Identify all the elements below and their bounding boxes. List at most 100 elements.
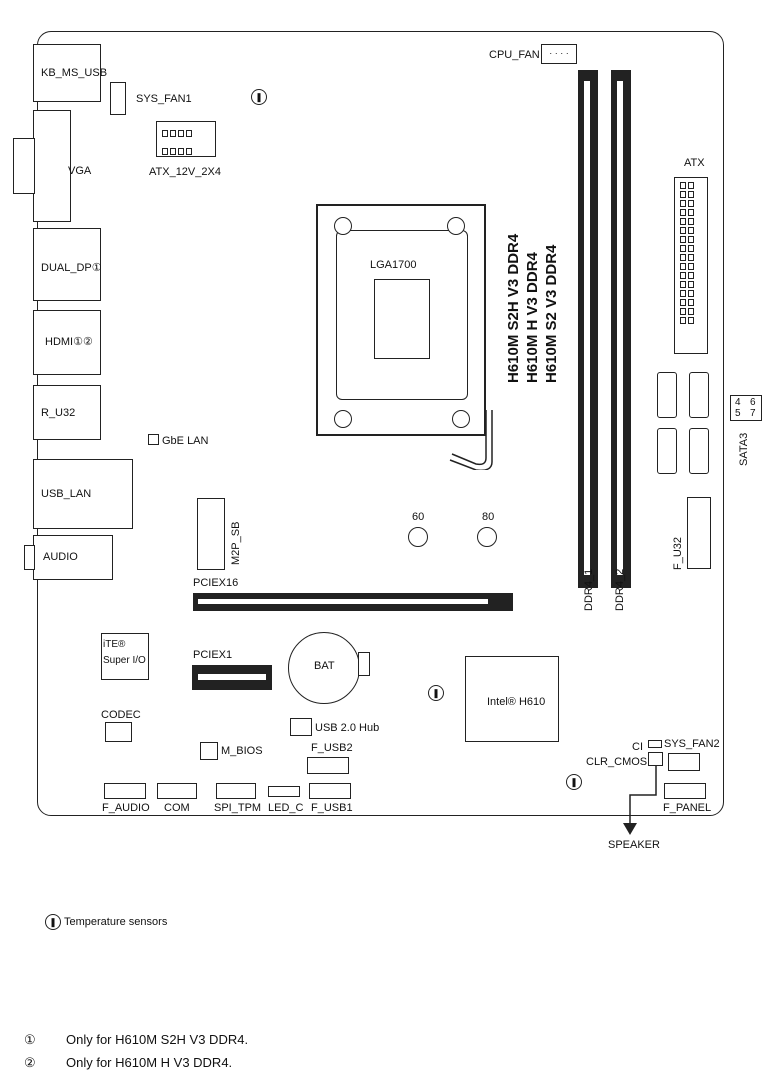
kb-ms-usb-label: KB_MS_USB [41, 67, 108, 79]
vga-port-flange [13, 138, 35, 194]
spi-tpm-label: SPI_TPM [214, 802, 262, 814]
temperature-sensor-icon: ❚ [428, 685, 444, 701]
ddr4-2-label: DDR4_2 [614, 568, 626, 611]
dual-dp-label: DUAL_DP① [41, 262, 102, 274]
ddr4-1-slot [578, 70, 598, 588]
pciex16-slot [193, 593, 513, 611]
pciex16-label: PCIEX16 [193, 577, 239, 589]
model-name: H610M S2 V3 DDR4 [543, 244, 560, 383]
pciex1-slot [192, 665, 272, 690]
audio-port [33, 535, 113, 580]
sys-fan1-header [110, 82, 126, 115]
codec-label: CODEC [101, 709, 141, 721]
socket-screw [334, 410, 352, 428]
sys-fan2-header [668, 753, 700, 771]
sata3-index-box [730, 395, 762, 421]
com-header [157, 783, 197, 799]
r-u32-port [33, 385, 101, 440]
hdmi-port [33, 310, 101, 375]
pciex1-label: PCIEX1 [193, 649, 233, 661]
battery-clip [358, 652, 370, 676]
footnote-mark: ① [24, 1032, 36, 1047]
model-name: H610M H V3 DDR4 [524, 252, 541, 383]
f-u32-header [687, 497, 711, 569]
f-u32-label: F_U32 [672, 536, 684, 570]
f-audio-header [104, 783, 146, 799]
f-usb1-label: F_USB1 [311, 802, 353, 814]
f-usb1-header [309, 783, 351, 799]
m-bios-chip [200, 742, 218, 760]
clr-cmos-jumper [648, 752, 663, 766]
f-usb2-label: F_USB2 [311, 742, 353, 754]
footnote-text: Only for H610M S2H V3 DDR4. [66, 1032, 249, 1047]
socket-lever [449, 410, 493, 470]
audio-port-tab [24, 545, 35, 570]
f-panel-header [664, 783, 706, 799]
bat-label: BAT [314, 660, 335, 672]
m-bios-label: M_BIOS [221, 745, 263, 757]
com-label: COM [164, 802, 190, 814]
r-u32-label: R_U32 [41, 407, 76, 419]
vga-label: VGA [68, 165, 92, 177]
usb20hub-label: USB 2.0 Hub [315, 722, 380, 734]
sata3-port-6 [689, 372, 709, 418]
m2-standoff-80 [477, 527, 497, 547]
socket-label: LGA1700 [370, 259, 417, 271]
ddr4-2-slot [611, 70, 631, 588]
vga-port-body [33, 110, 71, 222]
atx-12v-connector [156, 121, 216, 157]
cpu-fan-header: · · · · [541, 44, 577, 64]
footnote-text: Only for H610M H V3 DDR4. [66, 1055, 233, 1070]
cpu-socket-center [374, 279, 430, 359]
m2-standoff-60 [408, 527, 428, 547]
usb-lan-label: USB_LAN [41, 488, 92, 500]
speaker-label: SPEAKER [608, 839, 660, 851]
intel-label: Intel® H610 [487, 696, 546, 708]
sata3-num: 6 [750, 397, 756, 408]
ci-jumper [648, 740, 662, 748]
sata3-num: 5 [735, 408, 741, 419]
ite-super-io-chip [101, 633, 149, 680]
sata3-port-4 [657, 372, 677, 418]
atx-label: ATX [684, 157, 705, 169]
sata3-num: 4 [735, 397, 741, 408]
ddr4-1-label: DDR4_1 [583, 568, 595, 611]
sys-fan1-label: SYS_FAN1 [136, 93, 192, 105]
atx-12v-label: ATX_12V_2X4 [149, 166, 221, 178]
sata3-num: 7 [750, 408, 756, 419]
model-name: H610M S2H V3 DDR4 [505, 233, 522, 383]
intel-h610-chipset [465, 656, 559, 742]
gbe-lan-chip [148, 434, 159, 445]
dual-dp-port [33, 228, 101, 301]
usb20-hub-chip [290, 718, 312, 736]
m2p-sb-label: M2P_SB [230, 521, 242, 565]
codec-chip [105, 722, 132, 742]
f-audio-label: F_AUDIO [102, 802, 150, 814]
standoff-80-label: 80 [482, 511, 495, 523]
socket-screw [447, 217, 465, 235]
temperature-sensor-icon: ❚ [45, 914, 61, 930]
sata3-label: SATA3 [738, 432, 750, 466]
kb-ms-usb-port [33, 44, 101, 102]
m2p-sb-slot [197, 498, 225, 570]
standoff-60-label: 60 [412, 511, 425, 523]
sata3-port-7 [689, 428, 709, 474]
atx-24pin-connector [674, 177, 708, 354]
legend-temp-label: Temperature sensors [64, 916, 168, 928]
cpu-fan-label: CPU_FAN [489, 49, 540, 61]
f-usb2-header [307, 757, 349, 774]
usb-lan-port [33, 459, 133, 529]
gbe-lan-label: GbE LAN [162, 435, 209, 447]
socket-screw [334, 217, 352, 235]
audio-label: AUDIO [43, 551, 78, 563]
super-io-label: Super I/O [103, 655, 146, 666]
ite-label: iTE® [103, 639, 126, 650]
sys-fan2-label: SYS_FAN2 [664, 738, 720, 750]
ci-label: CI [632, 741, 643, 753]
led-c-label: LED_C [268, 802, 304, 814]
f-panel-label: F_PANEL [663, 802, 712, 814]
footnote-mark: ② [24, 1055, 36, 1070]
battery [288, 632, 360, 704]
speaker-arrow [623, 765, 657, 835]
clr-cmos-label: CLR_CMOS [586, 756, 648, 768]
